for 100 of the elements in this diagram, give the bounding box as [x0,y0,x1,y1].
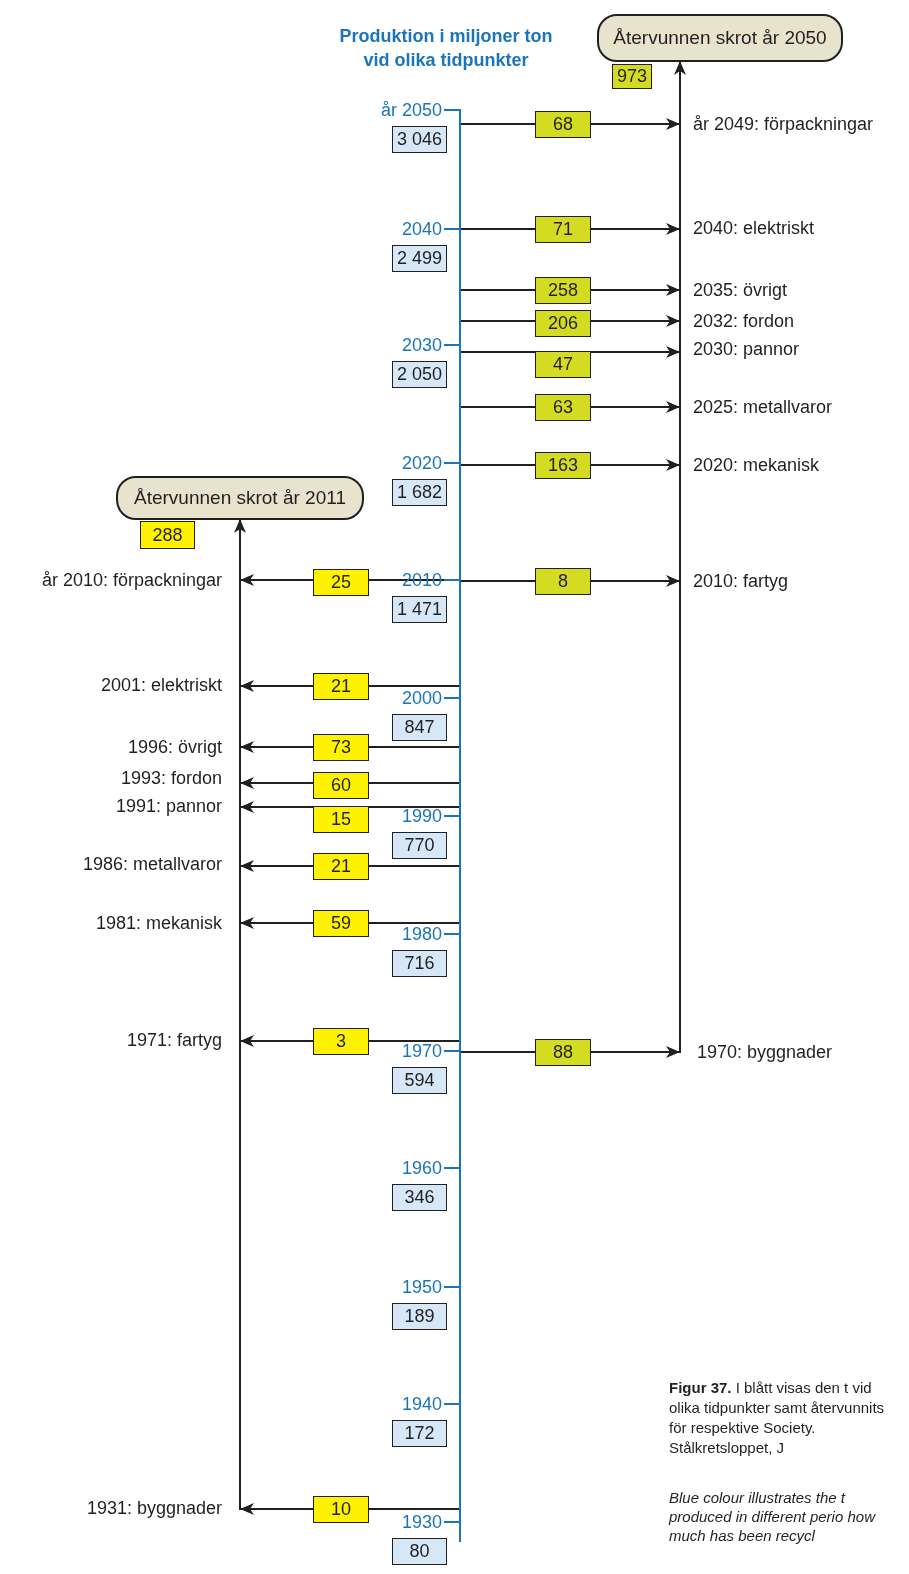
category-label: 1993: fordon [120,767,222,790]
value-box: 2 499 [392,245,447,272]
connector-line [368,746,460,748]
value-box: 2 050 [392,361,447,388]
year-label: 1960 [400,1157,443,1179]
arrow [240,777,314,789]
value-box: 847 [392,714,447,741]
connector-line [368,1508,460,1510]
arrow [590,284,680,296]
value-box: 189 [392,1303,447,1330]
arrow [590,346,680,358]
connector-line [368,806,460,808]
arrow [240,680,314,692]
year-label: 1930 [400,1511,443,1533]
value-box: 88 [535,1039,591,1066]
arrow [240,917,314,929]
value-box: 60 [313,772,369,799]
arrow [590,315,680,327]
arrow [240,1035,314,1047]
arrow [240,860,314,872]
category-label: 1970: byggnader [697,1041,833,1064]
year-label: år 2050 [379,99,443,121]
value-box: 973 [612,64,652,89]
collector-line [679,117,681,1054]
year-label: 1980 [400,923,443,945]
arrow [590,459,680,471]
arrow [590,118,680,130]
value-box: 163 [535,452,591,479]
total-box: Återvunnen skrot år 2011 [116,476,364,520]
arrow [234,519,246,573]
arrow [590,575,680,587]
value-box: 172 [392,1420,447,1447]
connector-line [460,351,536,353]
value-box: 258 [535,277,591,304]
category-label: 2020: mekanisk [693,454,820,477]
value-box: 346 [392,1184,447,1211]
arrow [240,741,314,753]
value-box: 68 [535,111,591,138]
connector-line [368,865,460,867]
connector-line [368,922,460,924]
year-label: 1990 [400,805,443,827]
category-label: år 2049: förpackningar [693,113,874,136]
connector-line [460,320,536,322]
arrow [674,61,686,119]
connector-line [460,1051,536,1053]
value-box: 770 [392,832,447,859]
category-label: 2030: pannor [693,338,800,361]
category-label: 2040: elektriskt [693,217,815,240]
year-label: 2030 [400,334,443,356]
connector-line [460,228,536,230]
connector-line [460,464,536,466]
value-box: 25 [313,569,369,596]
total-box: Återvunnen skrot år 2050 [597,14,843,62]
value-box: 8 [535,568,591,595]
year-label: 1940 [400,1393,443,1415]
axis-title: Produktion i miljoner ton vid olika tidpunkter [338,25,554,72]
axis-line [443,109,462,1543]
value-box: 10 [313,1496,369,1523]
value-box: 21 [313,673,369,700]
value-box: 73 [313,734,369,761]
connector-line [368,685,460,687]
arrow [240,1503,314,1515]
connector-line [460,289,536,291]
value-box: 3 046 [392,126,447,153]
value-box: 288 [140,521,195,549]
category-label: 2035: övrigt [693,279,788,302]
category-label: 1981: mekanisk [95,912,222,935]
connector-line [460,580,536,582]
value-box: 1 682 [392,479,447,506]
arrow [240,574,314,586]
caption-text: Blue colour illustrates the t produced in different perio how much has been recycl [669,1488,877,1545]
connector-line [368,1040,460,1042]
year-label: 2020 [400,452,443,474]
value-box: 1 471 [392,596,447,623]
category-label: 1996: övrigt [127,736,222,759]
value-box: 15 [313,806,369,833]
category-label: 1931: byggnader [86,1497,222,1520]
category-label: 1991: pannor [115,795,222,818]
value-box: 594 [392,1067,447,1094]
arrow [590,1046,680,1058]
value-box: 63 [535,394,591,421]
category-label: 2032: fordon [693,310,795,333]
value-box: 47 [535,351,591,378]
caption-text: Figur 37. I blått visas den t vid olika tidpunkter samt återvunnits för respektive Society. Stålkretsloppet, J [669,1378,886,1458]
category-label: 2001: elektriskt [100,674,222,697]
value-box: 21 [313,853,369,880]
arrow [590,223,680,235]
year-label: 1970 [400,1040,443,1062]
category-label: 1971: fartyg [126,1029,222,1052]
connector-line [368,782,460,784]
value-box: 3 [313,1028,369,1055]
connector-line [460,123,536,125]
year-label: 2040 [400,218,443,240]
category-label: 2010: fartyg [693,570,789,593]
value-box: 80 [392,1538,447,1565]
connector-line [460,406,536,408]
collector-line [239,571,241,1511]
category-label: år 2010: förpackningar [41,569,222,592]
year-label: 2000 [400,687,443,709]
arrow [240,801,314,813]
